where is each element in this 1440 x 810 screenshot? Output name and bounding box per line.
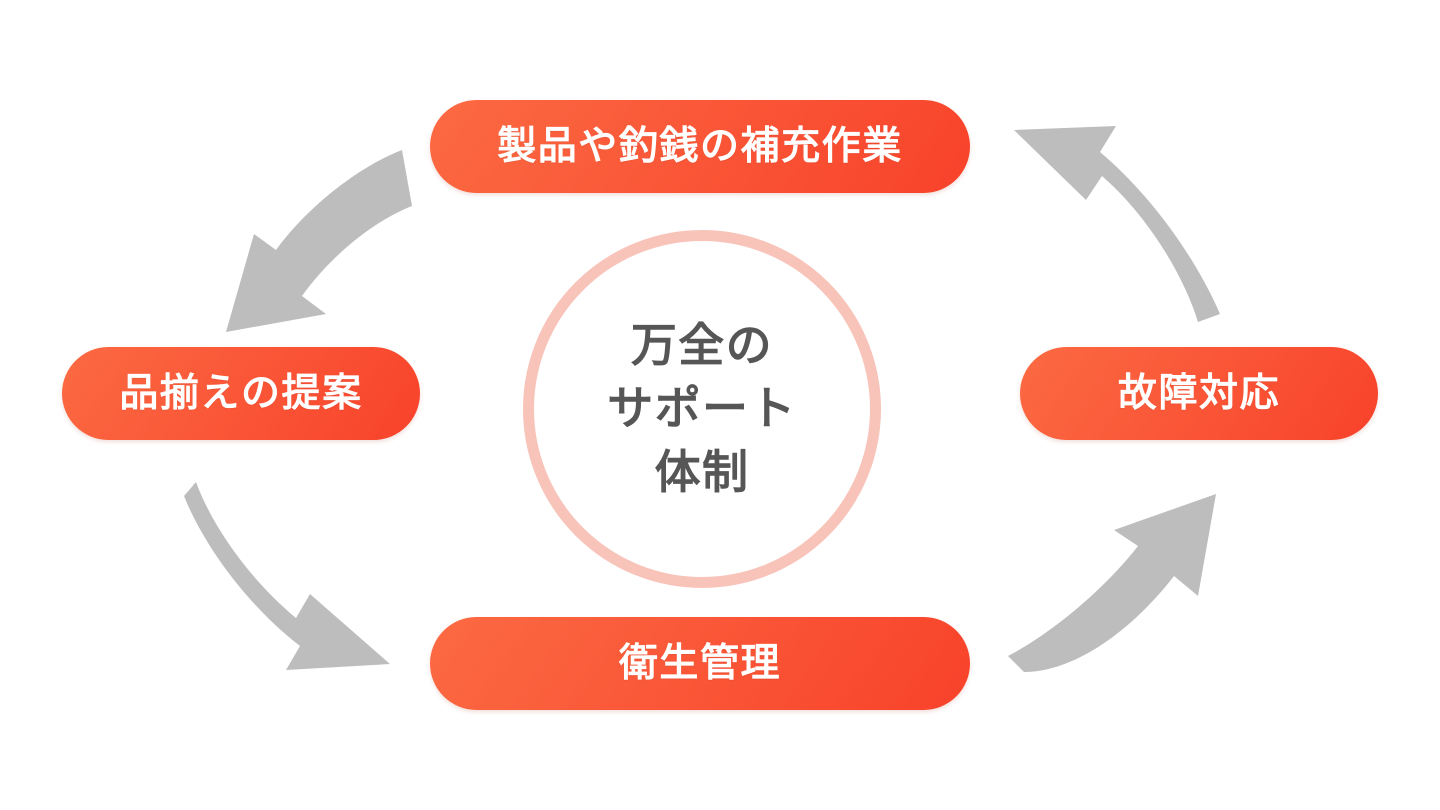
- node-pill-left[interactable]: 品揃えの提案: [62, 347, 420, 440]
- node-pill-right[interactable]: 故障対応: [1020, 347, 1378, 440]
- curved-arrow-down-left-icon: [226, 150, 412, 332]
- node-pill-top-label: 製品や釣銭の補充作業: [497, 125, 903, 168]
- node-pill-left-label: 品揃えの提案: [119, 372, 363, 415]
- center-label-line-3: 体制: [654, 445, 750, 498]
- center-label-line-2: サポート: [607, 382, 797, 435]
- node-pill-top[interactable]: 製品や釣銭の補充作業: [430, 100, 970, 193]
- center-circle: 万全の サポート 体制: [523, 230, 881, 588]
- node-pill-bottom-label: 衛生管理: [618, 642, 782, 685]
- curved-arrow-up-left-icon: [1014, 126, 1220, 322]
- curved-arrow-down-right-icon: [184, 482, 390, 670]
- center-label-line-1: 万全の: [630, 318, 774, 371]
- curved-arrow-up-right-icon: [1008, 494, 1216, 672]
- node-pill-bottom[interactable]: 衛生管理: [430, 617, 970, 710]
- node-pill-right-label: 故障対応: [1117, 372, 1281, 415]
- center-label: 万全の サポート 体制: [607, 314, 797, 504]
